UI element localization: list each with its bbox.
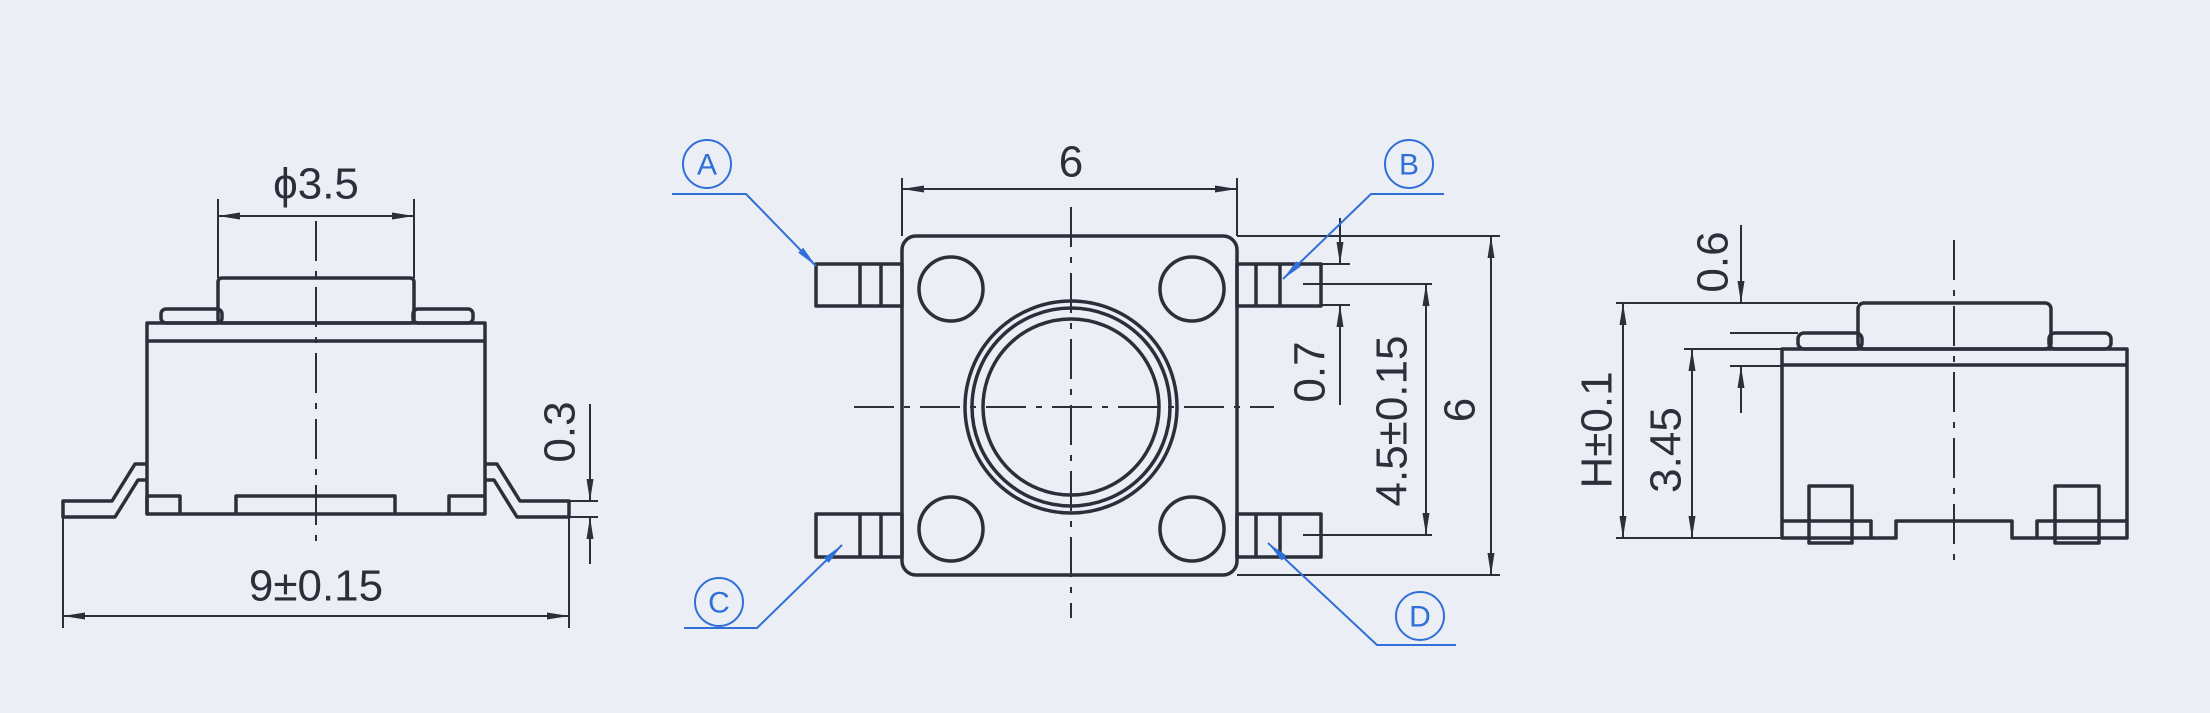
right-terminal [2053, 484, 2101, 545]
right-tab [2047, 331, 2113, 351]
pin-width-label: 0.7 [1286, 341, 1335, 402]
callout-d: D [1267, 542, 1456, 646]
side-view: ϕ3.5 9±0.15 0.3 [61, 160, 598, 628]
svg-text:D: D [1409, 601, 1431, 634]
pin-c [814, 512, 904, 559]
left-tab [1796, 331, 1864, 351]
pin-a [814, 262, 904, 308]
top-view: 6 6 4.5±0.15 0.7 A B C [672, 138, 1500, 646]
left-tab [159, 307, 224, 325]
body-outline [900, 234, 1239, 577]
body-height-label: 6 [1436, 398, 1485, 422]
svg-text:A: A [697, 149, 717, 182]
corner-post [1158, 255, 1226, 323]
corner-post [1158, 495, 1226, 563]
svg-text:B: B [1399, 149, 1419, 182]
overall-width-label: 9±0.15 [249, 562, 383, 611]
left-terminal [1807, 484, 1854, 545]
front-view: H±0.1 3.45 0.6 [1573, 225, 2129, 560]
corner-post [917, 495, 985, 563]
right-lead [485, 462, 571, 519]
callout-b: B [1282, 139, 1444, 280]
button-diameter-label: ϕ3.5 [273, 160, 359, 209]
right-tab [411, 307, 475, 325]
pin-pitch-label: 4.5±0.15 [1368, 336, 1417, 507]
corner-post [917, 255, 985, 323]
callout-c: C [684, 544, 843, 629]
lead-thickness-label: 0.3 [536, 401, 585, 462]
body-width-label: 6 [1059, 138, 1083, 187]
cap-height-label: 0.6 [1689, 231, 1738, 292]
base-line [1782, 519, 2127, 538]
callout-a: A [672, 139, 817, 267]
body-outline [1780, 347, 2129, 540]
left-lead [61, 462, 147, 519]
svg-text:C: C [708, 587, 730, 620]
body-height-label: 3.45 [1642, 407, 1691, 493]
total-height-label: H±0.1 [1573, 371, 1622, 488]
